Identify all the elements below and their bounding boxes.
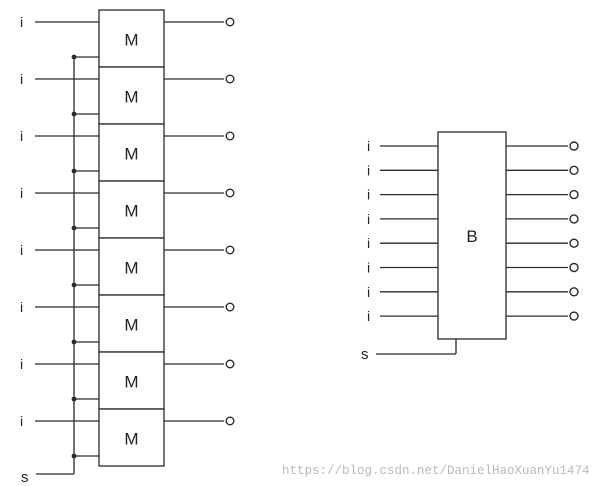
left-input-label-6: i (20, 356, 23, 372)
right-output-terminal-2 (569, 189, 579, 200)
left-block-6 (98, 351, 165, 410)
right-input-label-5: i (367, 260, 370, 276)
right-input-label-7: i (367, 308, 370, 324)
right-input-label-6: i (367, 284, 370, 300)
right-input-label-2: i (367, 187, 370, 203)
right-output-terminal-4 (569, 238, 579, 248)
left-block-label-2: M (124, 145, 138, 164)
right-output-terminal-3 (569, 214, 579, 224)
left-input-label-5: i (20, 299, 23, 315)
right-output-terminal-0 (569, 141, 579, 151)
right-input-label-1: i (367, 162, 370, 178)
right-select-label: s (361, 346, 369, 363)
left-block-7 (98, 408, 165, 467)
left-block-label-5: M (124, 316, 138, 335)
left-block-label-0: M (124, 31, 138, 50)
left-select-label: s (21, 469, 29, 486)
right-input-label-0: i (367, 138, 370, 154)
left-output-terminal-3 (225, 188, 235, 198)
right-output-terminal-6 (569, 287, 579, 297)
right-output-terminal-7 (569, 311, 579, 321)
watermark-text: https://blog.csdn.net/DanielHaoXuanYu147… (282, 464, 590, 478)
right-block (437, 131, 507, 340)
left-block-label-7: M (124, 430, 138, 449)
left-input-label-1: i (20, 71, 23, 87)
left-output-terminal-5 (225, 302, 235, 312)
left-output-terminal-2 (225, 131, 235, 141)
left-input-label-7: i (20, 413, 23, 429)
left-block-label-4: M (124, 259, 138, 278)
left-block-3 (98, 180, 165, 239)
left-block-label-6: M (124, 373, 138, 392)
left-output-terminal-7 (225, 416, 235, 426)
right-input-label-4: i (367, 235, 370, 251)
left-output-terminal-0 (225, 17, 235, 27)
left-input-label-4: i (20, 242, 23, 258)
left-block-1 (98, 66, 165, 125)
left-block-2 (98, 123, 165, 182)
right-output-terminal-1 (569, 165, 579, 176)
left-output-terminal-6 (225, 359, 235, 369)
left-block-label-1: M (124, 88, 138, 107)
left-input-label-3: i (20, 185, 23, 201)
left-block-label-3: M (124, 202, 138, 221)
left-output-terminal-4 (225, 245, 235, 255)
right-output-terminal-5 (569, 262, 579, 273)
right-input-label-3: i (367, 211, 370, 227)
left-block-5 (98, 294, 165, 353)
left-output-terminal-1 (225, 74, 235, 84)
left-input-label-0: i (20, 14, 23, 30)
left-input-label-2: i (20, 128, 23, 144)
left-block-4 (98, 237, 165, 296)
right-block-label: B (466, 227, 477, 246)
